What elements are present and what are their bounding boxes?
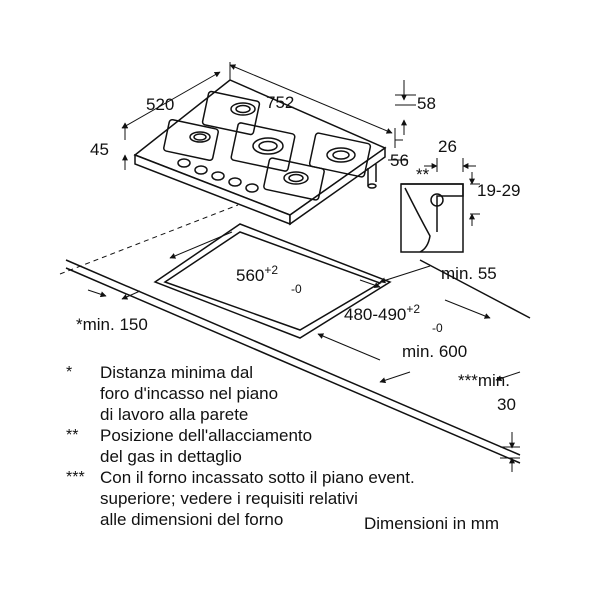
- dim-height: 45: [90, 140, 109, 159]
- dim-min-55: min. 55: [441, 264, 497, 283]
- dim-detail-height: 19-29: [477, 181, 520, 200]
- note-mark: ***: [66, 469, 85, 486]
- note-line: Distanza minima dal: [100, 363, 254, 382]
- dim-min-600: min. 600: [402, 342, 467, 361]
- dim-right-side: 56: [390, 151, 409, 170]
- note-text: Distanza minima dal foro d'incasso nel p…: [100, 362, 536, 425]
- note-line: alle dimensioni del forno: [100, 510, 284, 529]
- note-line: superiore; vedere i requisiti relativi: [100, 489, 358, 508]
- dim-cutout-depth-tol-minus: -0: [432, 321, 443, 335]
- dim-cutout-length-tol-plus: +2: [264, 263, 278, 277]
- dim-cutout-depth-tol-plus: +2: [406, 302, 420, 316]
- dim-cutout-depth-value: 480-490: [344, 305, 406, 324]
- note-line: di lavoro alla parete: [100, 405, 249, 424]
- note-text: Con il forno incassato sotto il piano ev…: [100, 467, 536, 530]
- dim-right-top: 58: [417, 94, 436, 113]
- note-item: * Distanza minima dal foro d'incasso nel…: [66, 362, 536, 425]
- dim-detail-width: 26: [438, 137, 457, 156]
- dim-min-30-value: 30: [497, 395, 516, 414]
- dim-cutout-length: 560+2: [236, 263, 278, 285]
- note-line: del gas in dettaglio: [100, 447, 242, 466]
- units-label: Dimensioni in mm: [364, 514, 500, 533]
- gas-connection-detail: [400, 158, 480, 253]
- dim-width: 520: [146, 95, 174, 114]
- dim-min-30-label: ***min.: [458, 371, 510, 390]
- dim-length: 752: [266, 93, 294, 112]
- dim-cutout-length-tol-minus: -0: [291, 282, 302, 296]
- detail-mark: **: [416, 165, 430, 184]
- note-line: foro d'incasso nel piano: [100, 384, 279, 403]
- worktop-dimension-lines: [87, 231, 521, 472]
- note-line: Con il forno incassato sotto il piano ev…: [100, 468, 415, 487]
- dim-min-150: *min. 150: [76, 315, 148, 334]
- dim-cutout-depth: 480-490+2: [344, 302, 420, 324]
- hob-dimension-lines: [121, 62, 416, 170]
- dim-cutout-length-value: 560: [236, 266, 264, 285]
- note-item: ** Posizione dell'allacciamento del gas …: [66, 425, 536, 467]
- note-line: Posizione dell'allacciamento: [100, 426, 313, 445]
- worktop-drawing: [59, 204, 531, 464]
- note-text: Posizione dell'allacciamento del gas in …: [100, 425, 536, 467]
- note-mark: *: [66, 364, 73, 381]
- notes-list: * Distanza minima dal foro d'incasso nel…: [66, 362, 536, 530]
- note-item: *** Con il forno incassato sotto il pian…: [66, 467, 536, 530]
- note-mark: **: [66, 427, 79, 444]
